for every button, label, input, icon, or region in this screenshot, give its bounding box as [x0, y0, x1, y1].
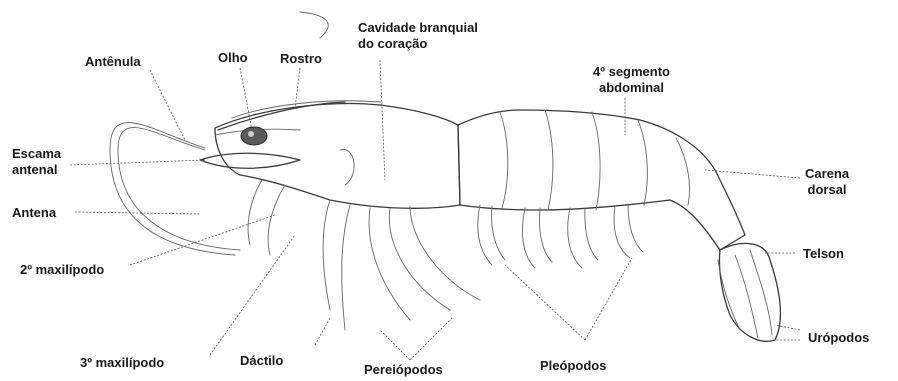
label-pleopodos: Pleópodos	[540, 358, 606, 374]
tail-fan	[718, 243, 780, 341]
label-carena: Carena dorsal	[805, 166, 849, 198]
antenna-whip	[110, 12, 328, 255]
label-dactilo: Dáctilo	[240, 353, 283, 369]
label-segmento: 4º segmento abdominal	[593, 64, 670, 96]
label-pereiopodos: Pereiópodos	[364, 362, 443, 378]
label-antena: Antena	[12, 205, 56, 221]
pleopods	[478, 204, 643, 268]
leader-lines	[70, 60, 800, 360]
pereiopods	[248, 180, 480, 330]
antennal-scale	[200, 153, 300, 168]
label-rostro: Rostro	[280, 51, 322, 67]
eye	[241, 127, 267, 145]
abdomen	[458, 110, 745, 250]
label-antenula: Antênula	[85, 54, 141, 70]
carapace	[215, 101, 460, 209]
label-telson: Telson	[803, 246, 844, 262]
rostrum	[215, 102, 345, 135]
label-cavidade: Cavidade branquial do coração	[358, 20, 478, 52]
label-uropodos: Urópodos	[808, 330, 869, 346]
label-escama: Escama antenal	[12, 146, 61, 178]
label-olho: Olho	[218, 50, 248, 66]
label-maxilipodo-2: 2º maxilípodo	[20, 262, 104, 278]
label-maxilipodo-3: 3º maxilípodo	[80, 355, 164, 371]
